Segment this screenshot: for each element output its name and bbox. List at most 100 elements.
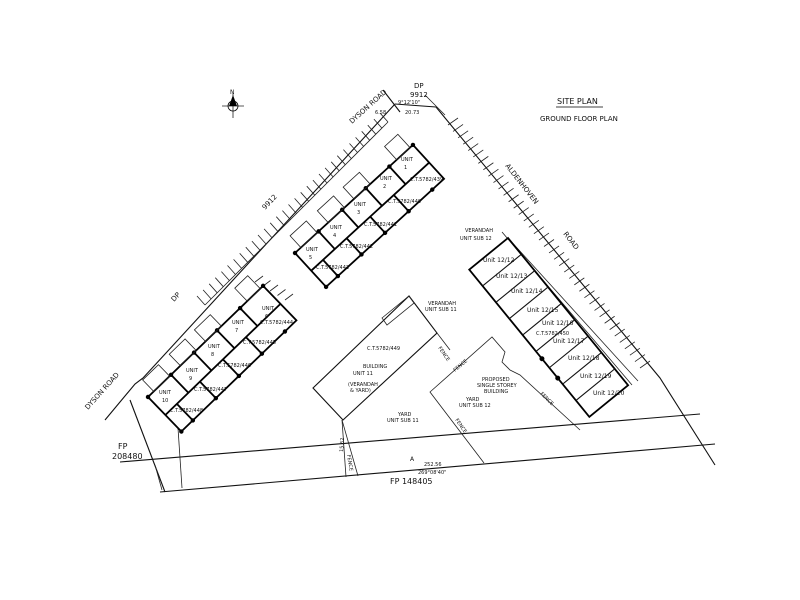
building-11-unit: UNIT 11 <box>353 371 373 377</box>
unit-label: UNIT <box>232 320 245 326</box>
hatch-mark <box>312 179 322 190</box>
post-marker <box>316 229 321 234</box>
building-unit-11 <box>312 295 438 421</box>
fence-label: FENCE <box>539 391 555 407</box>
hatch-mark <box>257 234 267 245</box>
dyson-road-lower-line <box>104 377 144 421</box>
unit-label: Unit 12/18 <box>568 355 600 362</box>
hatch-mark <box>498 181 509 190</box>
hatch-mark <box>239 253 248 263</box>
proposed-yard: YARD <box>465 397 480 403</box>
hatch-mark <box>330 161 340 172</box>
hatch-mark <box>300 192 309 202</box>
unit-label: Unit 12/16 <box>542 320 574 327</box>
hatch-mark <box>269 284 279 292</box>
hatch-mark <box>599 309 610 318</box>
hatch-mark <box>543 239 555 247</box>
fence-segment <box>436 332 451 351</box>
left-lower-boundary <box>129 399 166 493</box>
unit-ct-label: C.T.5782/441 <box>364 222 397 228</box>
post-marker <box>237 305 243 311</box>
property-boundaries <box>104 89 716 493</box>
dp-top-label: DP <box>414 82 424 90</box>
hatch-mark <box>488 168 499 177</box>
building-11-verandah <box>381 295 415 326</box>
hatch-mark <box>306 185 316 196</box>
unit-label: Unit 12/17 <box>553 338 585 345</box>
hatch-mark <box>221 271 230 281</box>
unit-number: 8 <box>211 352 214 358</box>
fence-label: FENCE <box>345 454 354 471</box>
hatch-mark <box>639 360 651 369</box>
hatch-mark <box>337 155 346 165</box>
post-marker <box>168 372 174 377</box>
hatch-mark <box>284 293 294 301</box>
aldenhoven-boundary-line <box>435 106 716 466</box>
hatch-mark <box>263 228 273 239</box>
unit-divider <box>495 270 536 303</box>
hatch-mark <box>609 322 620 330</box>
unit-label: UNIT <box>401 157 414 163</box>
right-unit-block <box>467 236 630 419</box>
hatch-mark <box>269 222 279 233</box>
hatch-mark <box>447 117 459 126</box>
unit-number: 2 <box>383 184 386 190</box>
post-marker <box>179 429 184 434</box>
unit-ct-label: C.T.5782/442 <box>340 244 373 250</box>
hatch-mark <box>518 207 529 215</box>
right-block-ct: C.T.5782/450 <box>536 331 569 337</box>
hatch-mark <box>619 335 631 343</box>
hatch-mark <box>233 259 242 269</box>
hatch-mark <box>467 143 479 151</box>
road-inner-line-2 <box>507 237 639 382</box>
unit-label: UNIT <box>354 202 367 208</box>
building-11-label: BUILDING <box>363 364 387 370</box>
hatch-mark <box>343 149 352 159</box>
hatch-mark <box>294 198 303 208</box>
aldenhoven-road-label: ALDENHOVEN <box>503 162 539 205</box>
unit-label: Unit 12/13 <box>496 273 528 280</box>
unit-divider <box>522 303 562 336</box>
hatch-mark <box>594 303 605 311</box>
hatch-mark <box>574 277 585 286</box>
unit-number: 10 <box>162 398 168 404</box>
hatch-mark <box>373 118 383 129</box>
unit-ct-label: C.T.5782/447 <box>194 387 227 393</box>
post-marker <box>410 142 416 148</box>
fp-left-number: 208480 <box>112 452 143 461</box>
dyson-road-label-top: DYSON ROAD <box>348 88 388 125</box>
post-marker <box>359 252 364 257</box>
hatch-mark <box>227 265 236 275</box>
hatch-mark <box>553 251 565 260</box>
unit-ct-label: C.T.5782/439 <box>410 177 443 183</box>
hatch-mark <box>548 245 560 254</box>
building-11-verandah-label: VERANDAH <box>428 301 456 307</box>
unit-label: UNIT <box>186 368 199 374</box>
unit-ct-label: C.T.5782/444 <box>260 320 293 326</box>
upper-unit-labels: UNIT1C.T.5782/439UNIT2C.T.5782/440UNIT3C… <box>306 157 443 271</box>
hatch-mark <box>318 173 328 184</box>
right-verandah-sub: UNIT SUB 12 <box>460 236 492 242</box>
top-boundary-line <box>394 103 437 108</box>
north-arrow-icon: N <box>222 89 244 118</box>
hatch-mark <box>452 124 464 132</box>
hatch-mark <box>355 137 364 147</box>
hatch-mark <box>634 354 646 362</box>
unit-label: Unit 12/12 <box>483 257 515 264</box>
unit-number: 5 <box>309 255 312 261</box>
post-marker <box>190 418 196 423</box>
building-offset: 15.62 <box>339 437 346 452</box>
unit-label: UNIT <box>262 306 275 312</box>
post-marker <box>387 164 392 169</box>
top-bearing: 9°12'10" <box>398 100 420 106</box>
hatch-mark <box>503 188 514 196</box>
bottom-bearing: 269°08'40" <box>418 470 446 476</box>
proposed-line1: PROPOSED <box>482 377 510 383</box>
hatch-mark <box>208 283 218 294</box>
post-marker <box>145 394 151 400</box>
post-marker <box>292 250 298 256</box>
hatch-mark <box>508 194 519 203</box>
post-marker <box>213 395 219 401</box>
